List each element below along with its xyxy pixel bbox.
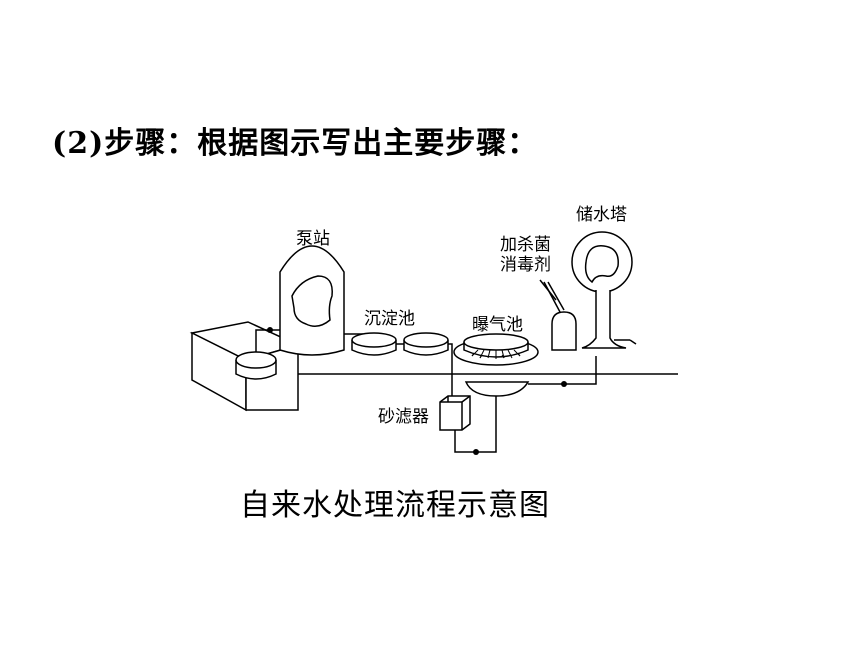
pump-station [279, 245, 345, 356]
pipe-intake [255, 329, 282, 352]
label-water-tower: 储水塔 [576, 205, 627, 225]
aeration-tank [453, 333, 539, 366]
intake-pump [235, 351, 277, 380]
label-aeration-tank: 曝气池 [472, 315, 523, 335]
label-disinfectant-line2: 消毒剂 [500, 255, 551, 275]
collection-basin [464, 381, 530, 397]
label-disinfectant-line1: 加杀菌 [500, 235, 551, 255]
water-tower [571, 231, 637, 349]
sedimentation-tanks [351, 332, 449, 356]
sand-filter [439, 395, 471, 431]
label-pump-station: 泵站 [296, 229, 330, 249]
disinfectant-tank [539, 279, 577, 351]
label-sedimentation-tank: 沉淀池 [364, 309, 415, 329]
diagram-caption: 自来水处理流程示意图 [240, 488, 550, 523]
disinfectant-pointer [543, 281, 561, 313]
pipe-to-tower [528, 356, 597, 385]
heading: (2)步骤：根据图示写出主要步骤： [52, 126, 539, 161]
pipe-to-filter [448, 343, 453, 398]
label-sand-filter: 砂滤器 [378, 407, 429, 427]
